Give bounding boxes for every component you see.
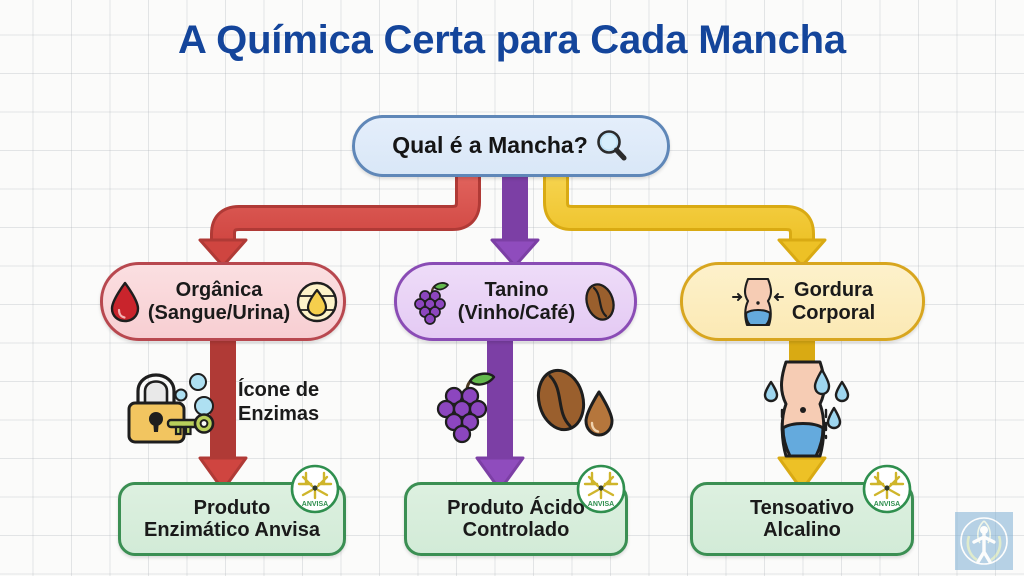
enzyme-icon-caption: Ícone de Enzimas <box>238 379 320 425</box>
connector-organic-to-enzyme <box>198 336 248 492</box>
lock-and-key-icon <box>127 373 215 444</box>
blood-drop-icon <box>110 281 140 322</box>
anvisa-seal-icon: ANVISA <box>290 464 340 514</box>
waist-body-icon <box>731 277 784 326</box>
magnifier-icon <box>596 130 627 161</box>
anvisa-seal-text: ANVISA <box>302 501 328 508</box>
urine-drop-icon <box>296 281 338 322</box>
connector-tannin-to-acid <box>475 336 525 492</box>
node-category-tannin[interactable]: Tanino (Vinho/Café) <box>394 262 637 341</box>
anvisa-seal-icon: ANVISA <box>862 464 912 514</box>
grapes-icon <box>413 281 449 325</box>
coffee-bean-and-drop-icon <box>536 368 614 437</box>
node-category-organic[interactable]: Orgânica (Sangue/Urina) <box>100 262 346 341</box>
connector-root-to-organic <box>198 170 481 268</box>
sweating-body-icon <box>763 360 850 458</box>
node-category-fat[interactable]: Gordura Corporal <box>680 262 925 341</box>
anvisa-seal-text: ANVISA <box>588 501 614 508</box>
grapes-icon <box>436 372 496 444</box>
node-root-question[interactable]: Qual é a Mancha? <box>352 115 670 177</box>
anvisa-seal-icon: ANVISA <box>576 464 626 514</box>
coffee-bean-icon <box>585 282 615 321</box>
node-root-label: Qual é a Mancha? <box>392 132 588 159</box>
node-result-enzyme-label: Produto Enzimático Anvisa <box>144 496 320 541</box>
node-category-organic-label: Orgânica (Sangue/Urina) <box>147 279 291 324</box>
human-figure-laurel-logo <box>955 512 1013 570</box>
connector-root-to-fat <box>543 170 827 268</box>
node-category-tannin-label: Tanino (Vinho/Café) <box>457 279 576 324</box>
page-title: A Química Certa para Cada Mancha <box>178 18 846 62</box>
node-category-fat-label: Gordura Corporal <box>791 279 876 324</box>
node-result-acid-label: Produto Ácido Controlado <box>447 496 585 541</box>
anvisa-seal-text: ANVISA <box>874 501 900 508</box>
node-result-alkaline-label: Tensoativo Alcalino <box>749 496 855 541</box>
connector-root-to-tannin <box>490 170 540 268</box>
